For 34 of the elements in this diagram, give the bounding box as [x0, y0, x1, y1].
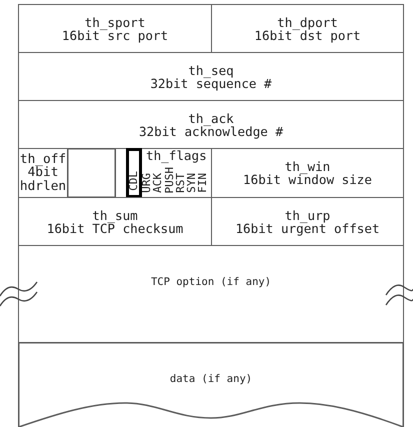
- flag-label: PUSH: [164, 166, 174, 193]
- flag-label: RST: [176, 173, 186, 193]
- field-name: th_win: [284, 160, 330, 173]
- field-description: 32bit acknowledge #: [138, 124, 284, 138]
- flag-label: ACK: [152, 173, 162, 193]
- flag-label: FIN: [198, 173, 208, 193]
- field-description: 16bit dst port: [254, 28, 361, 42]
- field-description: 16bit window size: [243, 173, 372, 186]
- flag-label: CDL: [128, 170, 138, 190]
- field-label: TCP option (if any): [150, 276, 272, 288]
- field-description: 32bit sequence #: [150, 76, 272, 90]
- field-box: [18, 100, 404, 149]
- flag-label: SYN: [186, 173, 196, 193]
- field-name: th_sum: [92, 208, 138, 222]
- field-name: th_sport: [84, 16, 146, 28]
- field-box: [18, 342, 404, 427]
- field-name: th_seq: [188, 64, 234, 76]
- field-label: data (if any): [170, 373, 252, 385]
- field-name: th_urp: [284, 208, 330, 222]
- field-name: th_ack: [188, 112, 234, 124]
- field-name: th_dport: [277, 16, 338, 28]
- field-description: 4bit hdrlen: [19, 166, 67, 194]
- field-box: [18, 52, 404, 101]
- field-box: [18, 245, 404, 343]
- field-description: 16bit urgent offset: [235, 222, 380, 234]
- field-box: [18, 148, 68, 198]
- field-box: [211, 4, 404, 53]
- field-box: [18, 4, 212, 53]
- flag-label: URG: [142, 173, 152, 193]
- field-name: th_flags: [146, 149, 207, 162]
- field-description: 16bit src port: [62, 28, 168, 42]
- field-name: th_off: [19, 152, 67, 166]
- field-description: 16bit TCP checksum: [46, 222, 184, 234]
- field-box: [67, 148, 116, 198]
